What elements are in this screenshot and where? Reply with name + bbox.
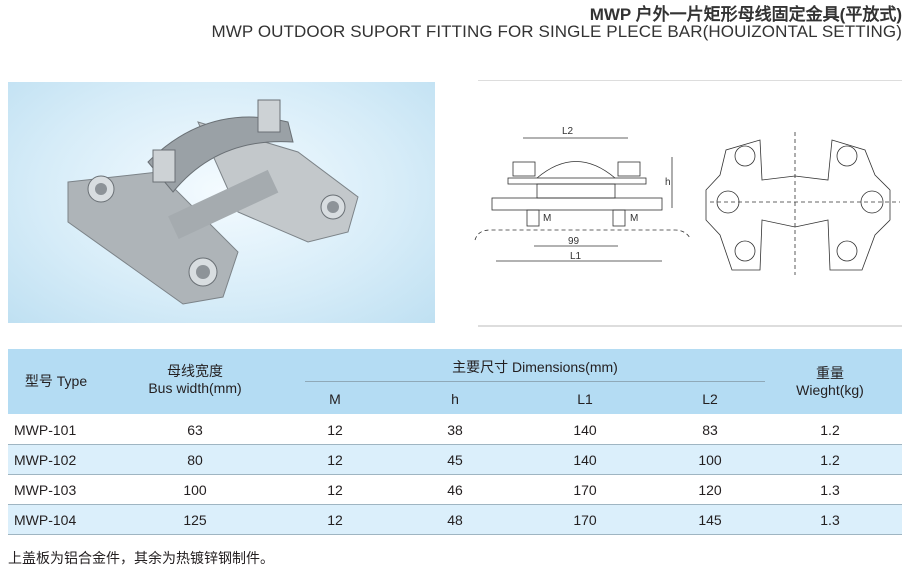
- cell-l1: 170: [573, 482, 597, 498]
- table-header: 型号 Type 母线宽度 Bus width(mm) 主要尺寸 Dimensio…: [8, 349, 902, 414]
- header-type: 型号 Type: [24, 373, 88, 389]
- label-l2: L2: [562, 126, 574, 137]
- table-row: MWP-101 63 12 38 140 83 1.2: [8, 415, 902, 445]
- header-weight-cn: 重量: [816, 365, 844, 381]
- cell-h: 48: [447, 512, 463, 528]
- cell-l2: 120: [698, 482, 722, 498]
- header-bus-cn: 母线宽度: [167, 363, 223, 379]
- cell-l2: 145: [698, 512, 722, 528]
- label-m-left: M: [543, 213, 551, 224]
- label-h: h: [665, 177, 671, 188]
- cell-type: MWP-101: [14, 422, 77, 438]
- cell-type: MWP-103: [14, 482, 77, 498]
- cell-h: 38: [447, 422, 463, 438]
- cell-bus: 125: [183, 512, 207, 528]
- table-row: MWP-102 80 12 45 140 100 1.2: [8, 445, 902, 475]
- cell-type: MWP-104: [14, 512, 77, 528]
- header-l1: L1: [577, 391, 593, 407]
- label-99: 99: [568, 236, 580, 247]
- header-bus-en: Bus width(mm): [148, 380, 242, 396]
- cell-m: 12: [327, 482, 343, 498]
- cell-w: 1.3: [820, 512, 840, 528]
- label-m-right: M: [630, 213, 638, 224]
- table-row: MWP-104 125 12 48 170 145 1.3: [8, 505, 902, 535]
- cell-l2: 83: [702, 422, 718, 438]
- cell-h: 45: [447, 452, 463, 468]
- cell-bus: 63: [187, 422, 203, 438]
- technical-drawing: L2 h M M 99 L1: [470, 79, 910, 330]
- cell-type: MWP-102: [14, 452, 77, 468]
- cell-h: 46: [447, 482, 463, 498]
- footnote: 上盖板为铝合金件，其余为热镀锌钢制件。: [8, 550, 274, 566]
- cell-l1: 140: [573, 452, 597, 468]
- header-l2: L2: [702, 391, 718, 407]
- cell-m: 12: [327, 512, 343, 528]
- cell-bus: 80: [187, 452, 203, 468]
- cell-l2: 100: [698, 452, 722, 468]
- cell-l1: 140: [573, 422, 597, 438]
- cell-w: 1.2: [820, 422, 840, 438]
- cell-w: 1.2: [820, 452, 840, 468]
- cell-m: 12: [327, 452, 343, 468]
- cell-m: 12: [327, 422, 343, 438]
- title-cn: MWP 户外一片矩形母线固定金具(平放式): [589, 5, 902, 24]
- product-photo: [8, 82, 435, 323]
- table-row: MWP-103 100 12 46 170 120 1.3: [8, 475, 902, 505]
- label-l1: L1: [570, 251, 582, 262]
- header-dimensions: 主要尺寸 Dimensions(mm): [452, 359, 618, 375]
- cell-w: 1.3: [820, 482, 840, 498]
- header-h: h: [451, 391, 459, 407]
- header-m: M: [329, 391, 341, 407]
- cell-bus: 100: [183, 482, 207, 498]
- title-en: MWP OUTDOOR SUPORT FITTING FOR SINGLE PL…: [211, 22, 902, 41]
- header-weight-en: Wieght(kg): [796, 382, 864, 398]
- cell-l1: 170: [573, 512, 597, 528]
